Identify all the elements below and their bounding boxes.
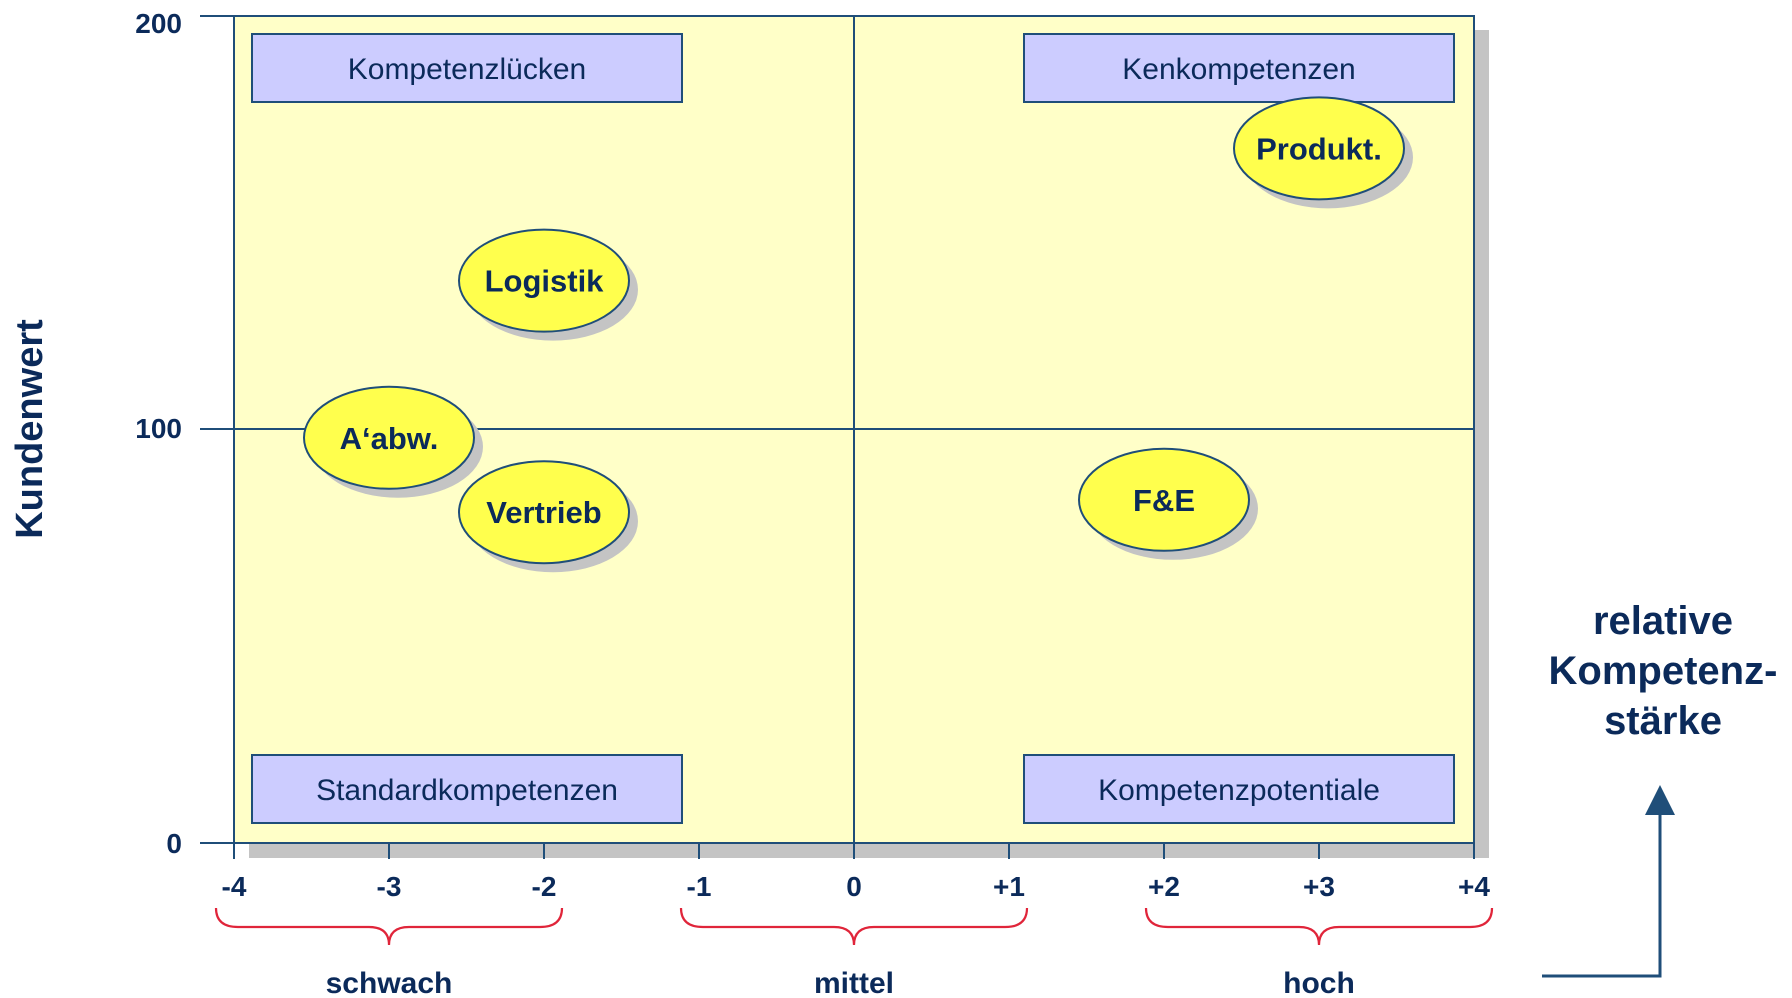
quadrant-label-top-right: Kenkompetenzen xyxy=(1122,53,1356,86)
x-tick-label: -3 xyxy=(377,871,402,902)
data-point-bubble xyxy=(458,228,630,333)
y-axis-title: Kundenwert xyxy=(9,319,51,539)
data-point-label: A‘abw. xyxy=(340,421,439,456)
x-tick-label: -1 xyxy=(687,871,712,902)
x-tick-label: +4 xyxy=(1458,871,1490,902)
x-ticks: -4 -3 -2 -1 0 +1 +2 +3 +4 xyxy=(222,843,1490,902)
y-tick-label-0: 0 xyxy=(166,828,182,859)
x-axis-title-line-3: stärke xyxy=(1604,699,1722,743)
axis-title-arrow xyxy=(1542,785,1675,978)
strength-groups: schwach mittel hoch xyxy=(214,907,1494,998)
x-tick-label: -2 xyxy=(532,871,557,902)
quadrant-box-top-left xyxy=(251,33,683,103)
data-point-bubble xyxy=(458,460,630,565)
x-tick-label: +1 xyxy=(993,871,1025,902)
x-tick-label: -4 xyxy=(222,871,247,902)
quadrant-box-top-right xyxy=(1023,33,1455,103)
y-tick-label-100: 100 xyxy=(135,413,182,444)
quadrant-label-bottom-left: Standardkompetenzen xyxy=(316,774,618,807)
group-label: hoch xyxy=(1283,967,1355,998)
data-point-bubble xyxy=(1078,447,1250,552)
x-tick-label: +3 xyxy=(1303,871,1335,902)
data-point-label: Produkt. xyxy=(1256,131,1382,166)
quadrant-box-bottom-left xyxy=(251,754,683,824)
x-tick-label: 0 xyxy=(846,871,862,902)
quadrant-label-top-left: Kompetenzlücken xyxy=(348,53,586,86)
data-point-label: Vertrieb xyxy=(486,495,601,530)
group-brace xyxy=(1144,907,1494,946)
x-axis-title-line-2: Kompetenz- xyxy=(1549,649,1778,693)
group-brace xyxy=(679,907,1029,946)
x-axis-title-line-1: relative xyxy=(1593,599,1733,643)
quadrant-label-bottom-right: Kompetenzpotentiale xyxy=(1098,774,1380,807)
data-point-label: Logistik xyxy=(485,264,605,299)
x-tick-label: +2 xyxy=(1148,871,1180,902)
group-brace xyxy=(214,907,564,946)
group-label: mittel xyxy=(814,967,894,998)
data-point-label: F&E xyxy=(1133,483,1195,518)
data-point-bubble xyxy=(303,385,475,490)
data-point-bubble xyxy=(1233,96,1405,201)
quadrant-box-bottom-right xyxy=(1023,754,1455,824)
y-tick-label-200: 200 xyxy=(135,8,182,39)
group-label: schwach xyxy=(326,967,453,998)
